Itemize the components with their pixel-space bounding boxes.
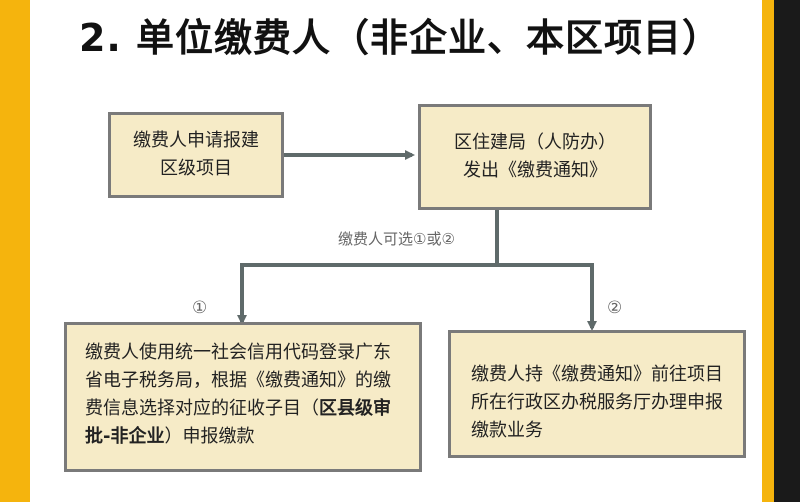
online-payment-box: 缴费人使用统一社会信用代码登录广东省电子税务局，根据《缴费通知》的缴费信息选择对…	[64, 322, 422, 472]
apply-box-text: 缴费人申请报建 区级项目	[133, 130, 259, 179]
offline-payment-box: 缴费人持《缴费通知》前往项目所在行政区办税服务厅办理申报缴款业务	[448, 330, 746, 458]
option-1-label: ①	[192, 298, 208, 318]
right-accent-bar	[762, 0, 774, 502]
offline-box-text: 缴费人持《缴费通知》前往项目所在行政区办税服务厅办理申报缴款业务	[471, 364, 723, 441]
left-accent-bar	[0, 0, 30, 502]
notice-box: 区住建局（人防办） 发出《缴费通知》	[418, 104, 652, 210]
choice-label: 缴费人可选①或②	[338, 230, 455, 248]
right-dark-bar	[774, 0, 800, 502]
page-title: 2. 单位缴费人（非企业、本区项目）	[78, 16, 722, 60]
option-2-label: ②	[607, 298, 623, 318]
apply-box: 缴费人申请报建 区级项目	[108, 112, 284, 198]
online-text-after: ）申报缴款	[164, 426, 255, 447]
online-text-before: 缴费人使用统一社会信用代码登录广东省电子税务局，根据《缴费通知》的缴费信息选择对…	[85, 342, 391, 419]
online-text-bold: 区县级审批-非企业	[85, 398, 391, 447]
notice-box-text: 区住建局（人防办） 发出《缴费通知》	[454, 132, 616, 181]
